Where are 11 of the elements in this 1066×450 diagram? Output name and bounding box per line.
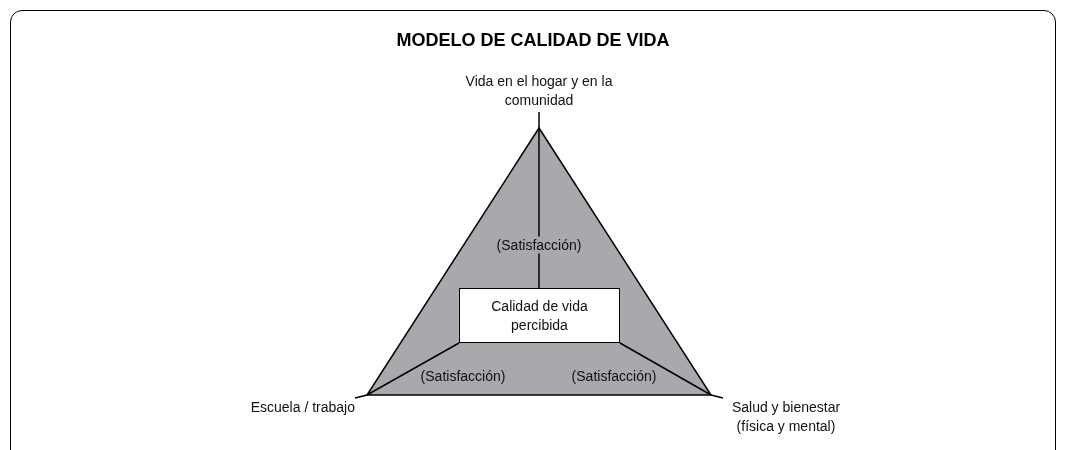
vertex-label: Vida en el hogar y en la comunidad [464, 72, 614, 112]
connector-line [619, 342, 724, 399]
edge-label: (Satisfacción) [570, 367, 658, 385]
center-box: Calidad de vida percibida [459, 288, 620, 343]
vertex-label: Salud y bienestar (física y mental) [723, 398, 849, 438]
edge-label: (Satisfacción) [495, 236, 583, 254]
diagram-title: MODELO DE CALIDAD DE VIDA [395, 30, 671, 51]
connector-line [538, 111, 540, 289]
vertex-label: Escuela / trabajo [211, 398, 355, 418]
connector-line [354, 342, 460, 399]
edge-label: (Satisfacción) [419, 367, 507, 385]
